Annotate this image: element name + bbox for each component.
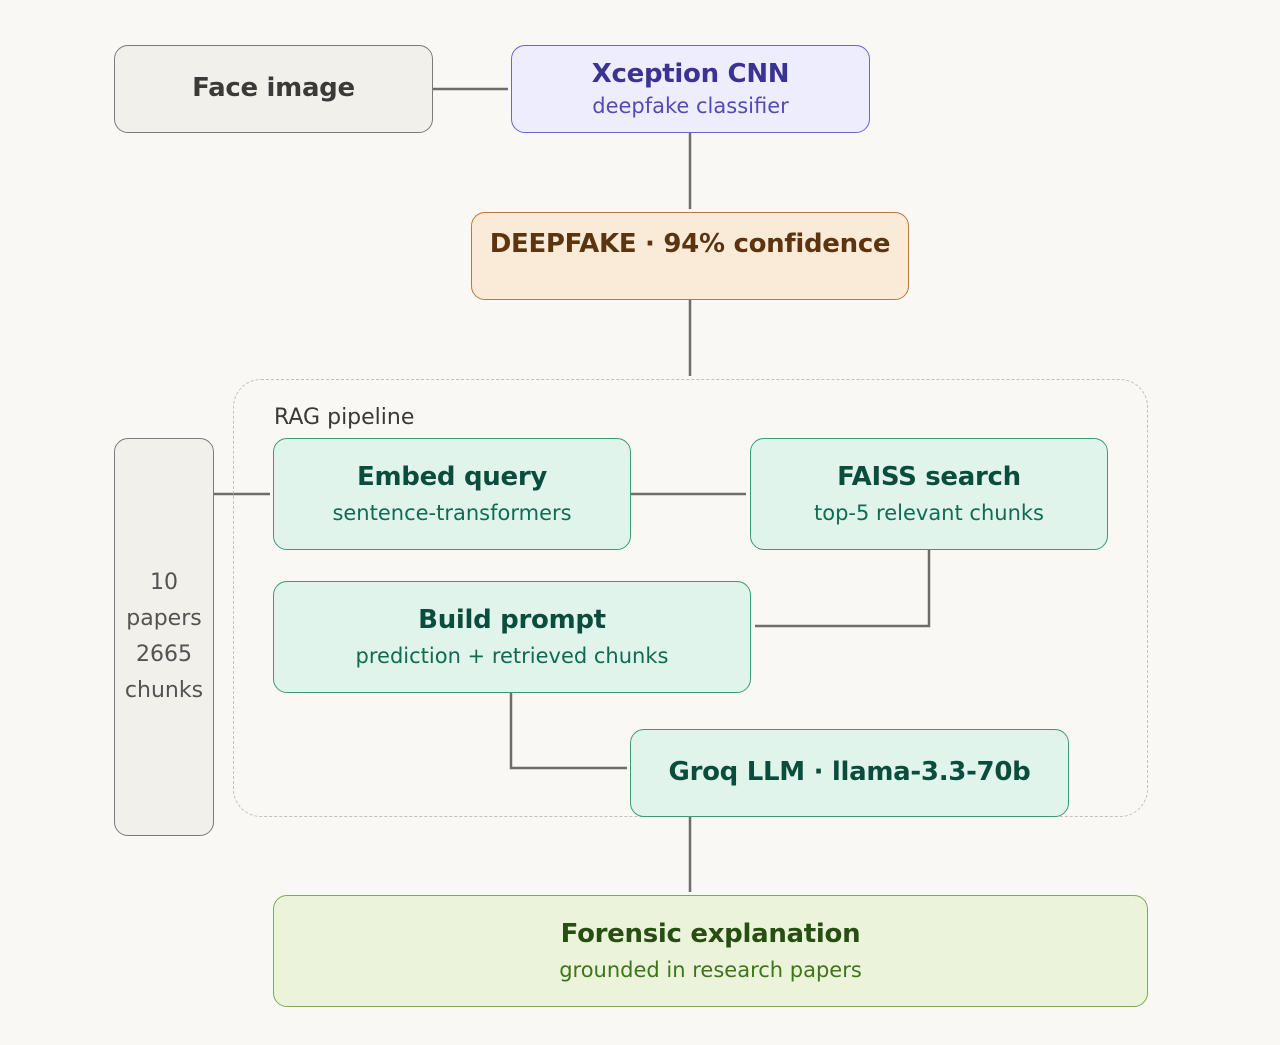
forensic-explanation-node: Forensic explanation grounded in researc… bbox=[273, 895, 1148, 1007]
corpus-chunk-count: 2665 bbox=[136, 642, 192, 667]
prediction-title: DEEPFAKE · 94% confidence bbox=[489, 229, 891, 259]
face-image-node: Face image bbox=[114, 45, 433, 133]
prediction-node: DEEPFAKE · 94% confidence bbox=[471, 212, 909, 300]
build-prompt-subtitle: prediction + retrieved chunks bbox=[355, 644, 669, 668]
corpus-chunks-label: chunks bbox=[124, 678, 204, 703]
embed-query-title: Embed query bbox=[357, 461, 547, 492]
forensic-explanation-title: Forensic explanation bbox=[560, 918, 861, 949]
corpus-node: 10 papers 2665 chunks bbox=[114, 438, 214, 836]
rag-pipeline-label: RAG pipeline bbox=[274, 405, 415, 430]
forensic-explanation-subtitle: grounded in research papers bbox=[559, 958, 862, 982]
faiss-search-subtitle: top-5 relevant chunks bbox=[814, 501, 1044, 525]
embed-query-subtitle: sentence-transformers bbox=[332, 501, 572, 525]
build-prompt-title: Build prompt bbox=[418, 604, 606, 635]
xception-node: Xception CNN deepfake classifier bbox=[511, 45, 870, 133]
embed-query-node: Embed query sentence-transformers bbox=[273, 438, 631, 550]
groq-llm-title: Groq LLM · llama-3.3-70b bbox=[668, 757, 1031, 788]
xception-subtitle: deepfake classifier bbox=[592, 94, 789, 118]
xception-title: Xception CNN bbox=[591, 58, 790, 89]
faiss-search-node: FAISS search top-5 relevant chunks bbox=[750, 438, 1108, 550]
groq-llm-node: Groq LLM · llama-3.3-70b bbox=[630, 729, 1069, 817]
corpus-papers-label: papers bbox=[126, 606, 202, 631]
build-prompt-node: Build prompt prediction + retrieved chun… bbox=[273, 581, 751, 693]
face-image-title: Face image bbox=[192, 73, 355, 104]
faiss-search-title: FAISS search bbox=[837, 461, 1021, 492]
corpus-paper-count: 10 bbox=[150, 570, 178, 595]
